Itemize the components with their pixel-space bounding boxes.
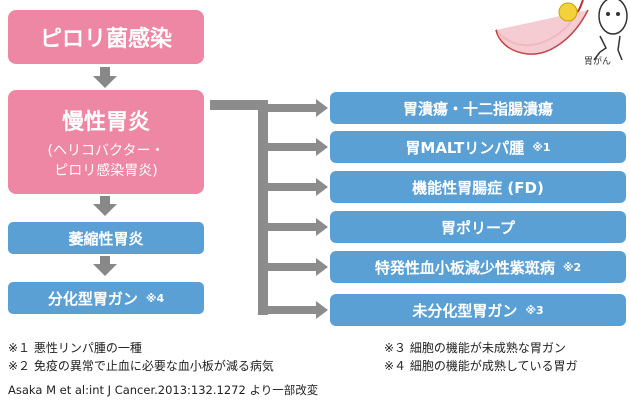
branch-line: [263, 306, 319, 314]
chronic-gastritis-subtitle-1: (ヘリコバクター・: [47, 143, 165, 159]
branch-arrowhead: [316, 258, 328, 276]
outcome-label: 機能性胃腸症 (FD): [412, 178, 544, 197]
differentiated-cancer-box: 分化型胃ガン ※4: [8, 282, 204, 314]
outcome-box: 機能性胃腸症 (FD): [330, 171, 626, 203]
tumor-icon: [558, 2, 578, 22]
branch-line: [263, 143, 319, 151]
outcome-box: 特発性血小板減少性紫斑病 ※2: [330, 251, 626, 283]
branch-line: [263, 183, 319, 191]
chronic-gastritis-subtitle-2: ピロリ感染胃炎): [54, 163, 158, 179]
branch-line: [263, 104, 319, 112]
pylori-infection-box: ピロリ菌感染: [8, 10, 204, 64]
branch-arrowhead: [316, 138, 328, 156]
branch-arrowhead: [316, 218, 328, 236]
outcome-box: 胃ポリープ: [330, 211, 626, 243]
branch-line: [263, 263, 319, 271]
outcome-label: 胃MALTリンパ腫: [405, 138, 525, 157]
branch-arrowhead: [316, 178, 328, 196]
outcome-label: 胃ポリープ: [440, 218, 516, 237]
note-1: ※１ 悪性リンパ腫の一種: [8, 341, 142, 355]
branch-line: [263, 223, 319, 231]
outcome-box: 胃潰瘍・十二指腸潰瘍: [330, 92, 626, 124]
pylori-infection-label: ピロリ菌感染: [39, 27, 172, 52]
atrophic-gastritis-box: 萎縮性胃炎: [8, 222, 204, 254]
outcome-mark: ※3: [525, 303, 544, 317]
chronic-gastritis-title: 慢性胃炎: [61, 110, 150, 135]
note-4: ※４ 細胞の機能が成熟している胃ガ: [384, 359, 578, 373]
atrophic-gastritis-label: 萎縮性胃炎: [68, 229, 144, 248]
branch-arrowhead: [316, 99, 328, 117]
chronic-gastritis-box: 慢性胃炎 (ヘリコバクター・ ピロリ感染胃炎): [8, 90, 204, 194]
outcome-label: 未分化型胃ガン: [412, 301, 518, 320]
illustration-caption: 胃がん: [584, 57, 612, 67]
outcome-mark: ※2: [562, 260, 582, 274]
outcome-label: 特発性血小板減少性紫斑病: [374, 258, 555, 277]
source-citation: Asaka M et al:int J Cancer.2013:132.1272…: [8, 383, 319, 397]
differentiated-cancer-label: 分化型胃ガン: [47, 289, 138, 308]
note-2: ※２ 免疫の異常で止血に必要な血小板が減る病気: [8, 359, 274, 373]
differentiated-cancer-mark: ※4: [145, 291, 165, 305]
outcome-mark: ※1: [532, 140, 551, 154]
note-3: ※３ 細胞の機能が未成熟な胃ガン: [384, 341, 566, 355]
outcome-box: 未分化型胃ガン ※3: [330, 294, 626, 326]
branch-arrowhead: [316, 301, 328, 319]
outcome-box: 胃MALTリンパ腫 ※1: [330, 131, 626, 163]
stomach-illustration: [495, 0, 628, 61]
outcome-label: 胃潰瘍・十二指腸潰瘍: [402, 99, 553, 118]
character-face-icon: [598, 0, 628, 35]
